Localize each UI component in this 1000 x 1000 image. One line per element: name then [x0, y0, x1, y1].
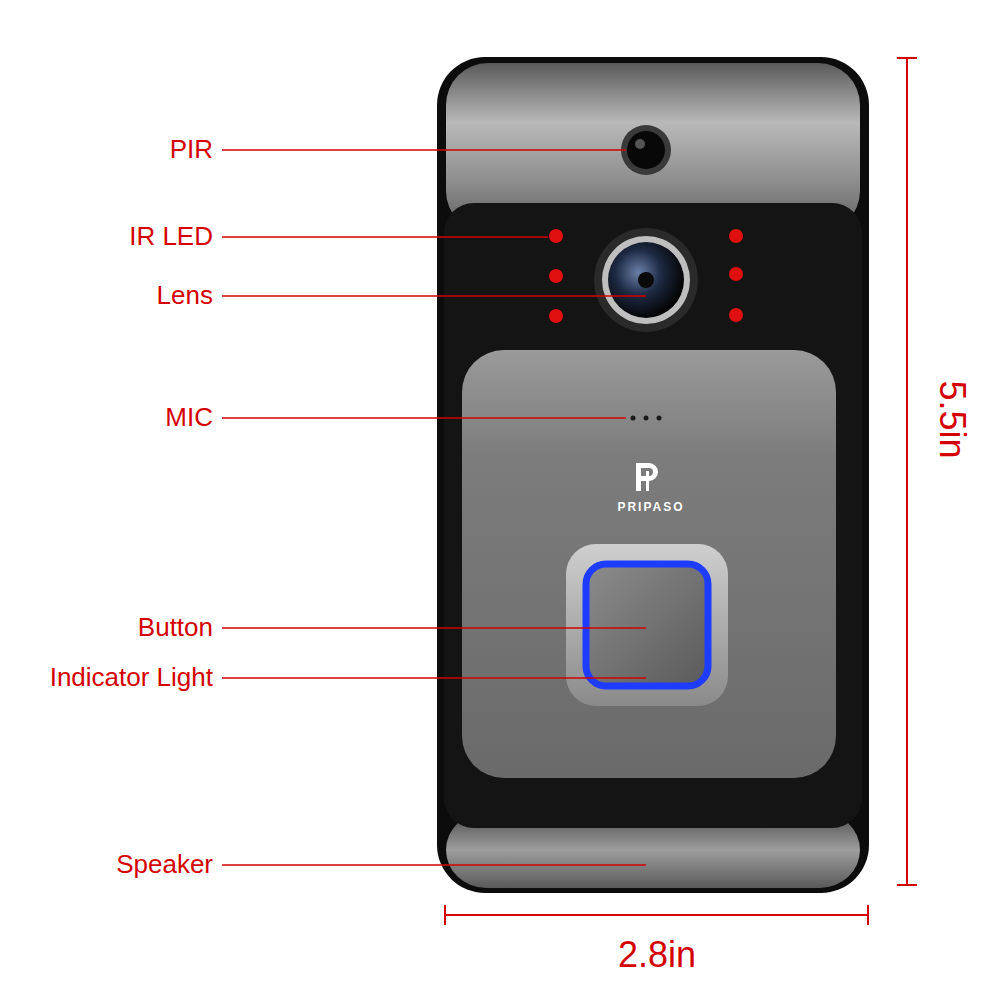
front-panel [462, 350, 836, 778]
part-label: Button [138, 612, 213, 643]
part-label: PIR [170, 134, 213, 165]
pir-ring [621, 125, 671, 175]
mic-holes [631, 416, 662, 421]
button-indicator-ring [586, 564, 708, 686]
logo-mark [636, 463, 658, 491]
lens-ring [602, 236, 690, 324]
dimension-label: 5.5in [930, 381, 973, 459]
part-label: Speaker [116, 849, 213, 880]
part-label: Lens [157, 280, 213, 311]
button-bezel [566, 544, 728, 706]
dimension-lines [445, 58, 917, 925]
lens-glass [608, 242, 684, 318]
part-label: MIC [165, 402, 213, 433]
ir-leds [549, 229, 743, 323]
dimension-label: 2.8in [618, 933, 696, 976]
brand-logo-text: PRIPASO [617, 500, 684, 514]
pir-highlight [635, 139, 645, 149]
part-label: IR LED [129, 221, 213, 252]
lens-bezel [594, 228, 698, 332]
doorbell-body [437, 57, 869, 893]
leader-lines [222, 150, 646, 865]
pir-sensor [627, 131, 665, 169]
part-label: Indicator Light [50, 662, 213, 693]
lens-pupil [638, 272, 654, 288]
